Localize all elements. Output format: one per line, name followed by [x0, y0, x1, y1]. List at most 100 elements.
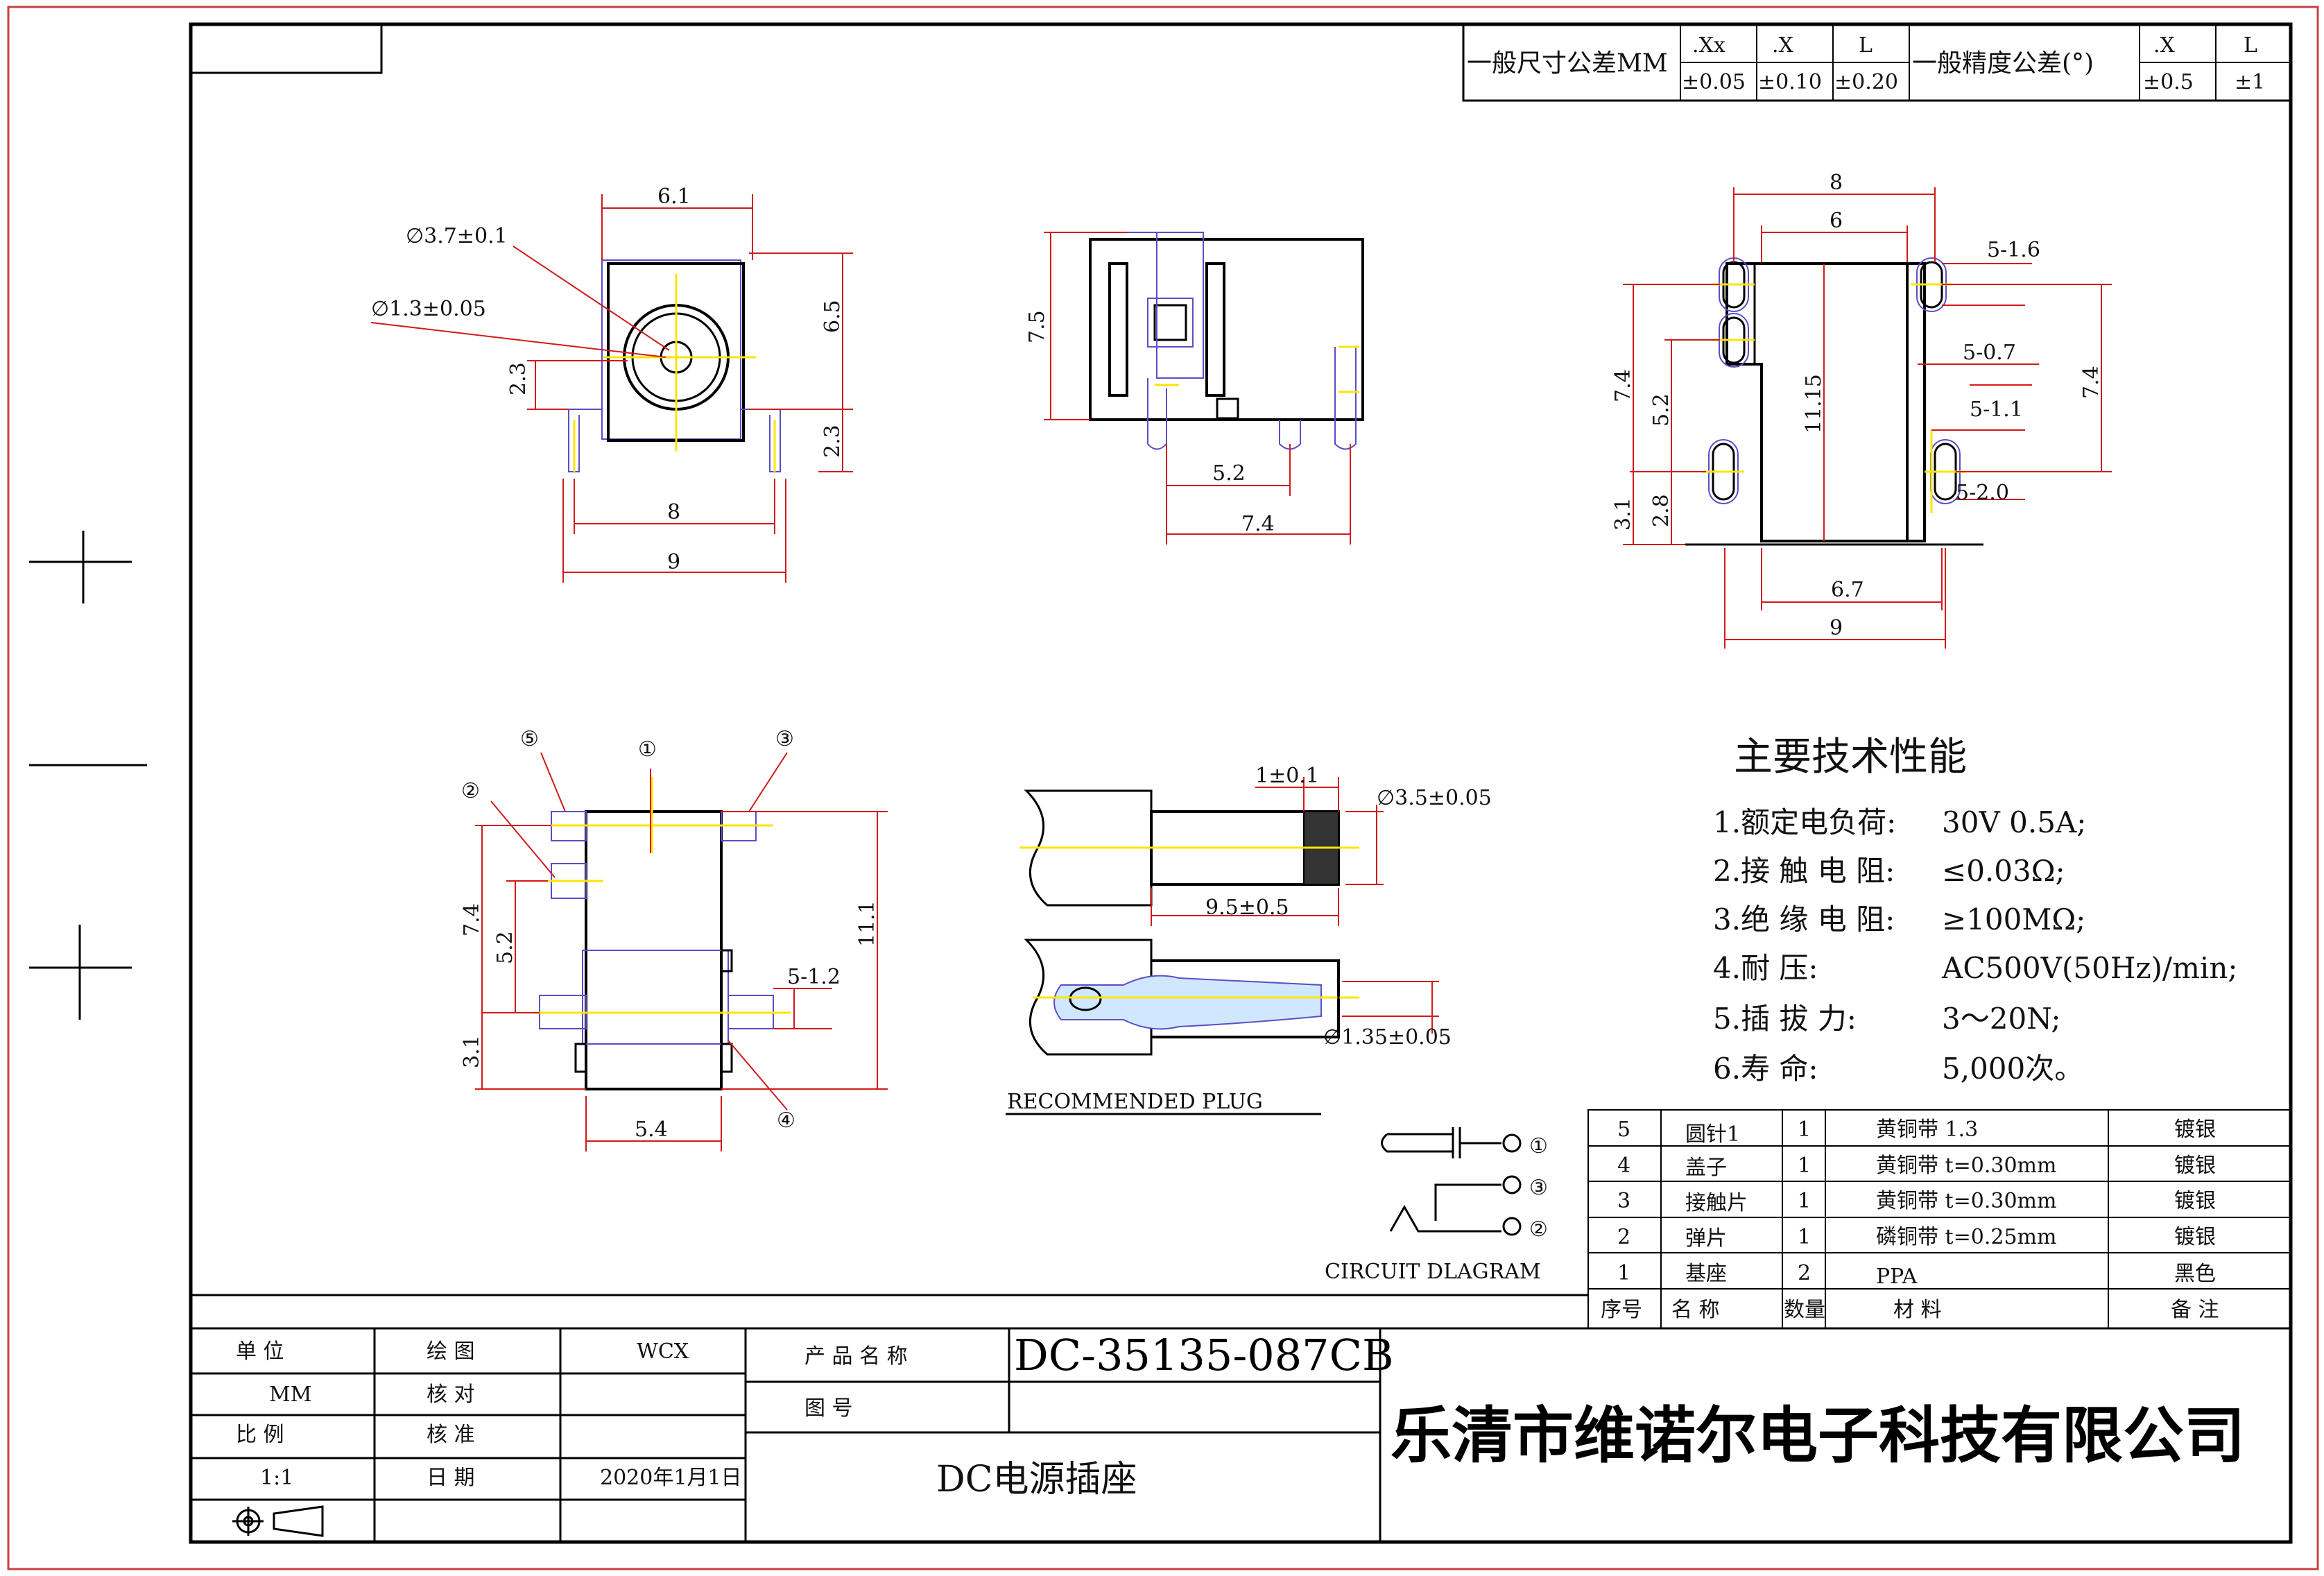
tb-part-name: DC电源插座 [936, 1459, 1137, 1500]
spec-value-5: 3～20N; [1942, 1002, 2061, 1036]
spec-label-6: 6.寿 命: [1713, 1052, 1818, 1086]
bom-row5-note: 镀银 [2174, 1117, 2216, 1142]
tol-col-xx: .Xx [1692, 33, 1725, 58]
bom-row3-qty: 1 [1798, 1189, 1811, 1213]
dim-bottom-54: 5.4 [635, 1117, 668, 1142]
spec-label-1: 1.额定电负荷: [1713, 805, 1896, 839]
tb-scale-label: 比 例 [236, 1423, 284, 1447]
circuit-label-2: ② [1529, 1217, 1548, 1242]
bom-header-qty: 数量 [1784, 1298, 1825, 1322]
tb-unit-value: MM [269, 1382, 311, 1407]
bom-row1-mat: PPA [1876, 1265, 1918, 1289]
tb-drawing-no-label: 图 号 [804, 1396, 853, 1421]
bottom-view: ① ② ③ ④ ⑤ 7.4 5.2 3.1 11.1 5.4 5-1.2 [460, 727, 888, 1151]
dim-plug-pin: ∅1.35±0.05 [1323, 1025, 1452, 1050]
dim-top-74-right: 7.4 [2079, 366, 2103, 399]
dim-bottom-31: 3.1 [460, 1035, 484, 1068]
bom-row4-mat: 黄铜带 t=0.30mm [1876, 1154, 2056, 1178]
spec-label-5: 5.插 拔 力: [1713, 1002, 1857, 1036]
dim-front-left: 2.3 [506, 362, 531, 395]
tb-unit-label: 单 位 [236, 1339, 284, 1364]
bom-row1-note: 黑色 [2174, 1262, 2216, 1286]
spec-value-3: ≥100MΩ; [1942, 902, 2085, 936]
tb-product-label: 产 品 名 称 [804, 1344, 908, 1369]
front-view: ∅3.7±0.1 ∅1.3±0.05 6.1 6.5 2.3 2.3 8 9 [370, 185, 853, 583]
dim-bottom-111: 11.1 [855, 900, 879, 947]
plug-caption: RECOMMENDED PLUG [1007, 1090, 1263, 1114]
dim-top-6: 6 [1830, 209, 1843, 233]
spec-label-4: 4.耐 压: [1713, 951, 1818, 985]
inner-border [189, 22, 2293, 1544]
circuit-label-3: ③ [1529, 1176, 1548, 1200]
tol-val-l: ±0.20 [1834, 70, 1898, 94]
ang-val-l: ±1 [2235, 70, 2265, 94]
projection-symbol-icon [232, 1505, 324, 1537]
dim-side-height: 7.5 [1025, 310, 1049, 343]
tb-date-value: 2020年1月1日 [600, 1466, 742, 1490]
dim-top-slot4: 5-2.0 [1956, 481, 2009, 505]
spec-value-1: 30V 0.5A; [1942, 805, 2086, 839]
dim-bottom-52: 5.2 [493, 931, 517, 964]
tb-company-name: 乐清市维诺尔电子科技有限公司 [1391, 1399, 2245, 1471]
bom-header-material: 材 料 [1893, 1298, 1942, 1322]
callout-4: ④ [777, 1108, 795, 1133]
dim-top-1115: 11.15 [1802, 374, 1826, 434]
title-block: 单 位 MM 比 例 1:1 绘 图 核 对 核 准 日 期 WCX 2020年… [191, 1294, 2291, 1542]
dim-top-28: 2.8 [1649, 494, 1673, 527]
dim-top-8: 8 [1830, 171, 1843, 195]
circuit-caption: CIRCUIT DLAGRAM [1325, 1260, 1541, 1284]
tol-col-x: .X [1772, 33, 1794, 58]
side-view: 7.5 5.2 7.4 [1025, 232, 1364, 545]
bom-row3-name: 接触片 [1685, 1191, 1748, 1215]
dim-front-width: 9 [667, 550, 680, 574]
bom-row1-qty: 2 [1798, 1261, 1811, 1285]
dim-front-right: 2.3 [820, 425, 845, 458]
bom-row5-qty: 1 [1798, 1117, 1811, 1142]
bom-row3-note: 镀银 [2174, 1189, 2216, 1213]
callout-2: ② [461, 779, 480, 803]
bom-header-note: 备 注 [2171, 1298, 2219, 1322]
dim-front-top: 6.1 [657, 185, 691, 209]
callout-3: ③ [775, 727, 794, 751]
plug-view: 1±0.1 ∅3.5±0.05 9.5±0.5 ∅1.35±0.05 RECOM… [1006, 764, 1492, 1115]
dim-front-dia-inner: ∅1.3±0.05 [371, 297, 486, 321]
bom-row2-mat: 磷铜带 t=0.25mm [1876, 1225, 2056, 1249]
tolerance-table: 一般尺寸公差MM .Xx .X L ±0.05 ±0.10 ±0.20 一般精度… [1462, 23, 2292, 102]
bom-row3-no: 3 [1617, 1189, 1630, 1213]
bom-table: 5 圆针1 1 黄铜带 1.3 镀银 4 盖子 1 黄铜带 t=0.30mm 镀… [1587, 1109, 2291, 1329]
tb-approve-label: 核 准 [427, 1423, 475, 1447]
dim-top-9: 9 [1830, 616, 1843, 640]
tb-draw-value: WCX [637, 1339, 689, 1364]
tb-draw-label: 绘 图 [427, 1339, 475, 1364]
dim-front-height: 6.5 [820, 300, 845, 333]
callout-1: ① [638, 737, 657, 762]
bom-row5-name: 圆针1 [1685, 1122, 1740, 1147]
dim-plug-dia: ∅3.5±0.05 [1377, 786, 1492, 810]
dim-top-31: 3.1 [1611, 497, 1635, 531]
dim-bottom-74: 7.4 [460, 903, 484, 936]
ang-val-x: ±0.5 [2143, 70, 2194, 94]
bom-row4-name: 盖子 [1685, 1156, 1727, 1180]
bom-row2-name: 弹片 [1685, 1226, 1727, 1251]
circuit-diagram [1381, 1127, 1522, 1236]
angular-tolerance-label: 一般精度公差(°) [1912, 49, 2094, 78]
bom-row5-mat: 黄铜带 1.3 [1876, 1117, 1978, 1142]
dim-top-67: 6.7 [1831, 578, 1864, 602]
tol-col-l: L [1859, 33, 1873, 58]
tb-check-label: 核 对 [427, 1382, 475, 1407]
bom-row3-mat: 黄铜带 t=0.30mm [1876, 1189, 2056, 1213]
dim-top-74-left: 7.4 [1611, 369, 1635, 402]
bom-row4-note: 镀银 [2174, 1154, 2216, 1178]
bom-row1-name: 基座 [1685, 1262, 1727, 1286]
circuit-label-1: ① [1529, 1134, 1548, 1158]
corner-box [189, 23, 383, 74]
bom-row5-no: 5 [1617, 1117, 1630, 1142]
tb-scale-value: 1:1 [260, 1466, 293, 1490]
outer-border [7, 6, 2319, 1570]
dim-top-slot1: 5-1.6 [1987, 238, 2040, 262]
spec-label-3: 3.绝 缘 电 阻: [1713, 902, 1895, 936]
bom-row2-note: 镀银 [2174, 1225, 2216, 1249]
spec-value-2: ≤0.03Ω; [1942, 854, 2065, 888]
top-view: 8 6 5-1.6 5-0.7 5-1.1 5-2.0 7.4 5.2 3.1 … [1611, 171, 2112, 649]
bom-row2-no: 2 [1617, 1225, 1630, 1249]
